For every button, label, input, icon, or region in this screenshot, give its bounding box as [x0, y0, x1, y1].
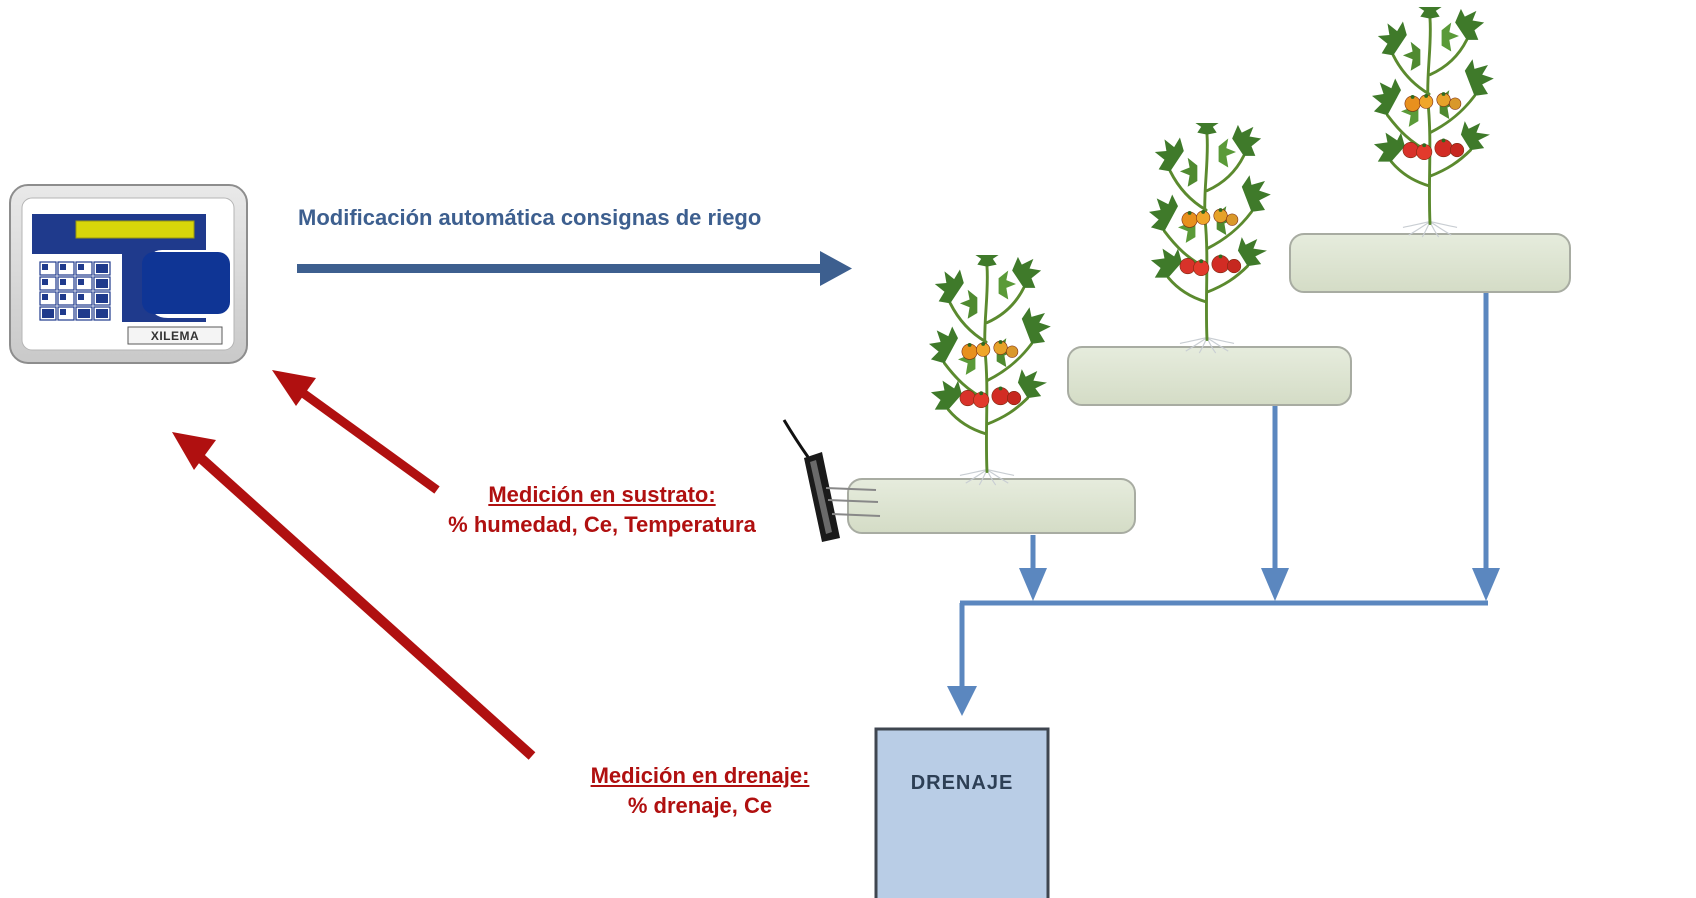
drain-box [874, 727, 1050, 898]
drainage-measurement-detail: % drenaje, Ce [627, 793, 773, 818]
substrate-measurement-detail: % humedad, Ce, Temperatura [448, 512, 756, 537]
controller-brand-label: XILEMA [150, 329, 200, 343]
grow-slab-3 [1289, 233, 1571, 293]
grow-slab-2 [1067, 346, 1352, 406]
substrate-measurement-label: Medición en sustrato: % humedad, Ce, Tem… [412, 480, 792, 540]
substrate-measurement-arrow [272, 370, 440, 494]
drain-box-label: DRENAJE [910, 772, 1014, 794]
tomato-plant-icon [1147, 123, 1273, 355]
drainage-measurement-arrow [172, 432, 536, 760]
control-arrow [297, 251, 852, 286]
drainage-measurement-label: Medición en drenaje: % drenaje, Ce [540, 761, 860, 821]
controller-device-icon [9, 184, 248, 364]
grow-slab-1 [847, 478, 1136, 534]
tomato-plant-icon [927, 255, 1053, 487]
substrate-measurement-title: Medición en sustrato: [488, 482, 716, 507]
auto-modification-label: Modificación automática consignas de rie… [298, 205, 762, 230]
drainage-measurement-title: Medición en drenaje: [590, 763, 810, 788]
drain-pipe-network [959, 292, 1489, 690]
tomato-plant-icon [1370, 7, 1496, 239]
sensor-probe-icon [782, 419, 881, 542]
drain-arrowheads [947, 568, 1500, 716]
